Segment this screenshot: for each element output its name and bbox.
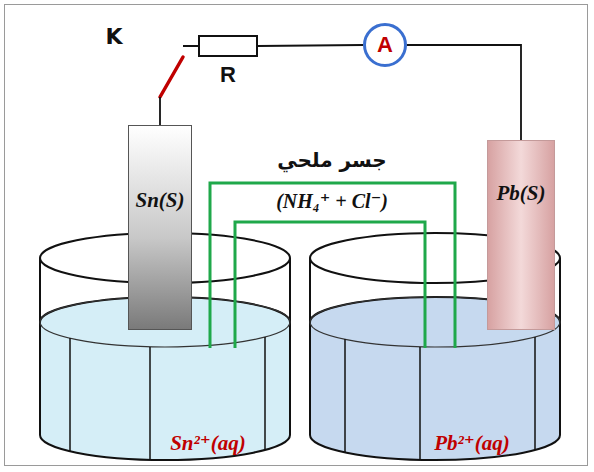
switch-blade [160,57,183,97]
ammeter-symbol: A [363,23,407,67]
electrode-label: Pb(S) [488,181,554,206]
ion-label: Sn²⁺(aq) [170,430,246,456]
tin-electrode: Sn(S) [128,125,192,330]
lead-electrode: Pb(S) [487,140,555,330]
circuit-wire [258,45,363,46]
beaker-marks [70,337,535,459]
switch-label: K [105,24,122,49]
salt-bridge-formula: (NH₄⁺ + Cl⁻) [276,189,388,213]
meter-letter: A [377,32,393,58]
salt-bridge-inner [235,222,425,348]
salt-bridge-outer [210,183,455,348]
component-label: R [198,62,258,88]
salt-bridge-title: جسر ملحي [277,148,386,172]
electrode-label: Sn(S) [129,188,191,213]
circuit-wire [160,46,198,125]
ion-label: Pb²⁺(aq) [434,430,510,456]
resistor-symbol: R [198,35,258,93]
resistor-body [198,35,258,57]
circuit-wire [407,45,521,140]
